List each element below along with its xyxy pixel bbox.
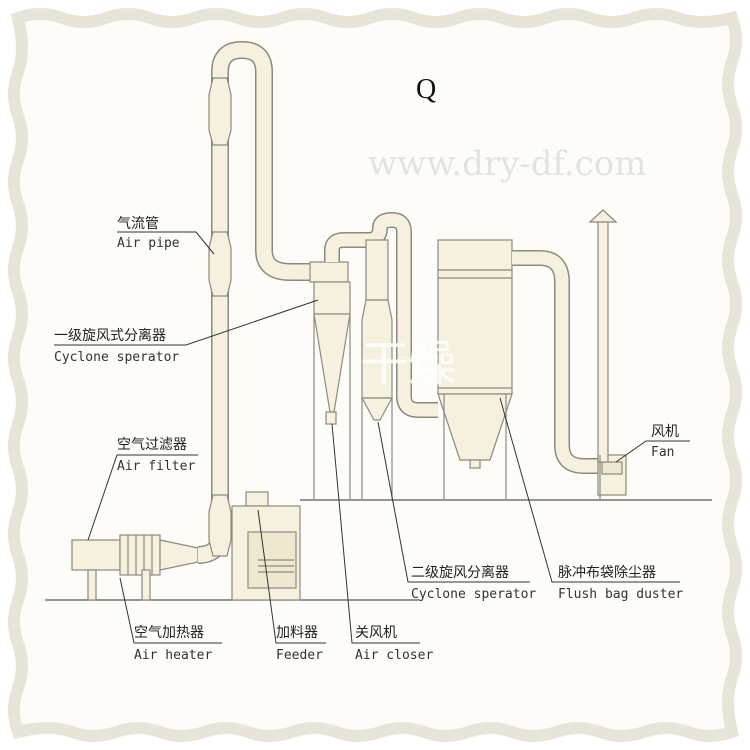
watermark-url: www.dry-df.com [368,144,647,184]
label-air-filter-en: Air filter [117,459,195,474]
cyclone1-body [313,281,351,315]
label-cyclone2-en: Cyclone sperator [411,587,536,602]
label-cyclone1-en: Cyclone sperator [54,350,179,365]
air-heater-box [119,534,161,576]
exhaust-arrow-icon [588,209,618,223]
air-pipe-expansion-mid [208,231,232,297]
label-feeder-cn: 加料器 [276,625,318,641]
cyclone2-cone [360,397,394,421]
label-fan-cn: 风机 [651,424,679,440]
label-fan-en: Fan [651,445,674,460]
label-air-pipe-en: Air pipe [117,236,180,251]
label-air-heater-en: Air heater [134,648,212,663]
label-air-pipe-cn: 气流管 [117,216,159,232]
bag-duster-hopper [437,393,513,461]
air-pipe-expansion-top [208,77,232,146]
label-bag-duster-en: Flush bag duster [558,587,683,602]
cyclone2-body [365,239,389,301]
label-cyclone2-cn: 二级旋风分离器 [411,564,509,581]
label-air-filter-cn: 空气过滤器 [117,437,187,453]
air-filter-box [71,539,121,571]
diagram-title: Q [416,74,436,105]
feeder-hopper [245,491,269,507]
cyclone1-inlet [309,261,349,283]
label-air-heater-cn: 空气加热器 [134,625,204,641]
bag-duster-top [437,239,513,271]
air-closer-1 [325,411,337,425]
label-air-closer-cn: 关风机 [355,625,397,641]
label-air-closer-en: Air closer [355,648,433,663]
watermark-cn: 干燥 [360,336,456,392]
label-feeder-en: Feeder [276,648,323,663]
exhaust-stack [597,221,609,463]
label-bag-duster-cn: 脉冲布袋除尘器 [558,565,656,581]
label-cyclone1-cn: 一级旋风式分离器 [54,327,166,344]
bag-duster-body [437,269,513,395]
